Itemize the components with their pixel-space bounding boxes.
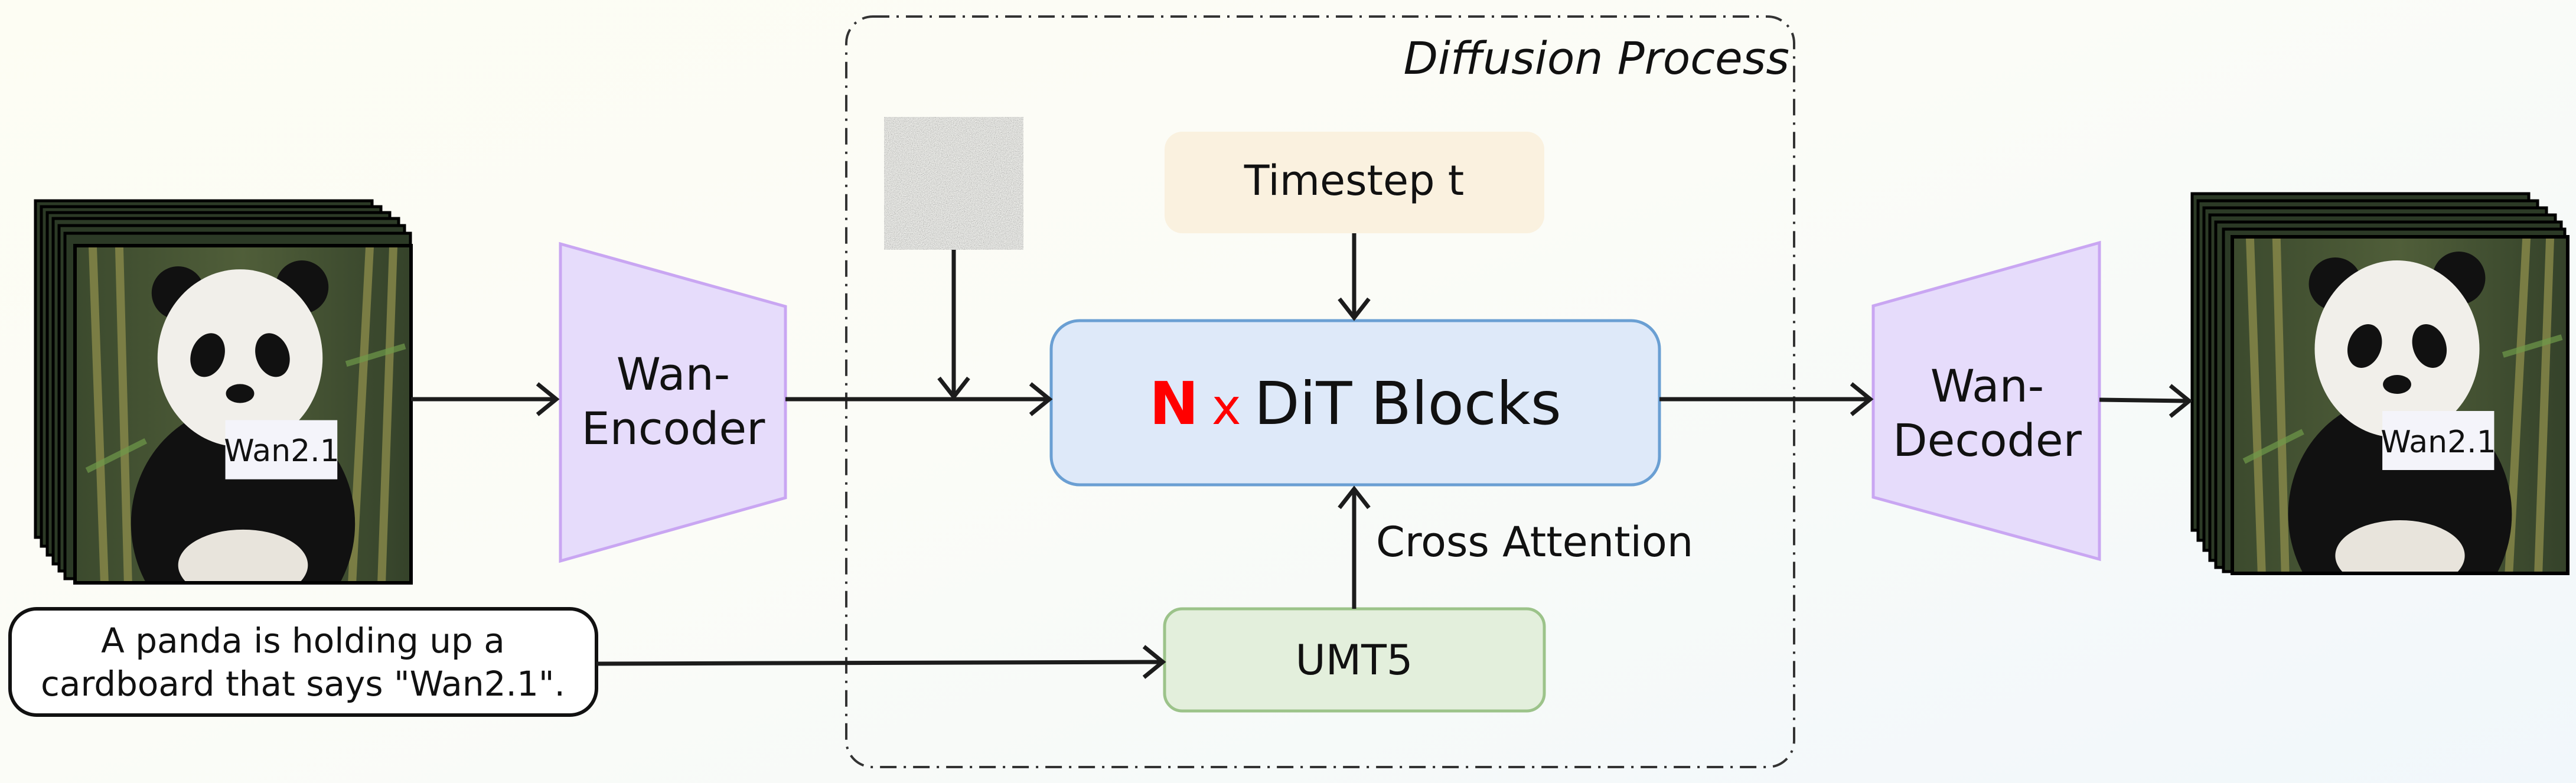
input-frame-sign-text: Wan2.1 bbox=[224, 433, 340, 469]
wan-encoder: Wan- Encoder bbox=[559, 242, 787, 563]
timestep-label: Timestep t bbox=[1244, 156, 1464, 205]
arrow-dit-to-decoder bbox=[1659, 382, 1874, 416]
arrow-input-to-encoder bbox=[411, 382, 560, 416]
dit-count-n: N bbox=[1149, 369, 1199, 438]
prompt-line-1: A panda is holding up a bbox=[101, 621, 505, 661]
prompt-line-2: cardboard that says "Wan2.1". bbox=[41, 664, 565, 704]
decoder-label-line-1: Wan- bbox=[1931, 360, 2044, 412]
arrow-umt5-to-dit bbox=[1338, 485, 1371, 609]
arrow-timestep-to-dit bbox=[1338, 233, 1371, 321]
encoder-label-line-1: Wan- bbox=[617, 348, 730, 400]
noise-latent-image bbox=[884, 117, 1023, 250]
arrow-decoder-to-output bbox=[2099, 384, 2193, 418]
cross-attention-label: Cross Attention bbox=[1376, 518, 1693, 566]
decoder-label-line-2: Decoder bbox=[1893, 414, 2082, 466]
output-frame-sign-text: Wan2.1 bbox=[2381, 425, 2496, 460]
umt5-text-encoder: UMT5 bbox=[1163, 607, 1546, 713]
arrow-noise-down bbox=[937, 250, 970, 400]
arrow-prompt-to-umt5 bbox=[596, 645, 1166, 679]
umt5-label: UMT5 bbox=[1296, 636, 1413, 684]
text-prompt-box: A panda is holding up a cardboard that s… bbox=[8, 607, 598, 717]
timestep-box: Timestep t bbox=[1165, 132, 1544, 233]
diffusion-process-title: Diffusion Process bbox=[1404, 32, 1790, 84]
output-video-frames: Wan2.1 bbox=[2190, 192, 2570, 575]
flow-arrows bbox=[411, 233, 2193, 679]
dit-label: DiT Blocks bbox=[1254, 369, 1561, 438]
diffusion-process-region bbox=[845, 15, 1795, 768]
input-video-frames: Wan2.1 bbox=[34, 199, 413, 585]
wan-decoder: Wan- Decoder bbox=[1871, 240, 2101, 562]
dit-times: x bbox=[1212, 378, 1241, 436]
encoder-label-line-2: Encoder bbox=[582, 402, 765, 455]
arrow-encoder-to-dit bbox=[785, 382, 1053, 416]
